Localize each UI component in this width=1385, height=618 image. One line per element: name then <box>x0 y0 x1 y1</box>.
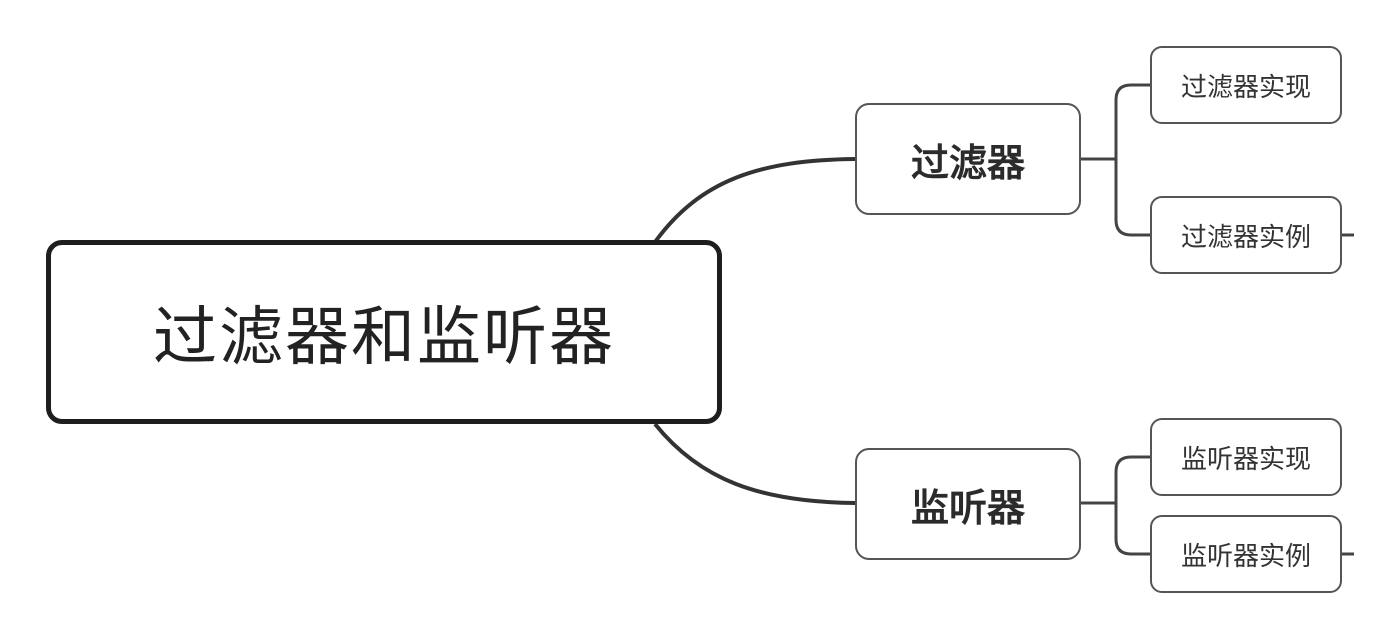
leaf-node-label: 监听器实例 <box>1180 541 1311 572</box>
branch-node-listener: 监听器 <box>855 448 1081 560</box>
leaf-node-listener-example: 监听器实例 <box>1150 515 1342 593</box>
connector-root-to-filter <box>653 157 856 244</box>
branch-node-filter: 过滤器 <box>855 103 1081 215</box>
connector-listener-to-example <box>1114 503 1150 556</box>
leaf-node-filter-impl: 过滤器实现 <box>1150 46 1342 124</box>
leaf-node-label: 过滤器实现 <box>1180 72 1311 103</box>
root-node-label: 过滤器和监听器 <box>153 301 615 375</box>
branch-node-label: 过滤器 <box>910 140 1025 185</box>
connector-listener-to-impl <box>1114 455 1150 503</box>
connector-filter-to-impl <box>1114 83 1150 159</box>
leaf-node-filter-example: 过滤器实例 <box>1150 196 1342 274</box>
connector-filter-to-example <box>1114 159 1150 237</box>
branch-node-label: 监听器 <box>910 485 1025 530</box>
mindmap-root-node: 过滤器和监听器 <box>46 240 722 424</box>
leaf-node-listener-impl: 监听器实现 <box>1150 418 1342 496</box>
connector-root-to-listener <box>653 422 856 505</box>
leaf-node-label: 监听器实现 <box>1180 444 1311 475</box>
leaf-node-label: 过滤器实例 <box>1180 222 1311 253</box>
